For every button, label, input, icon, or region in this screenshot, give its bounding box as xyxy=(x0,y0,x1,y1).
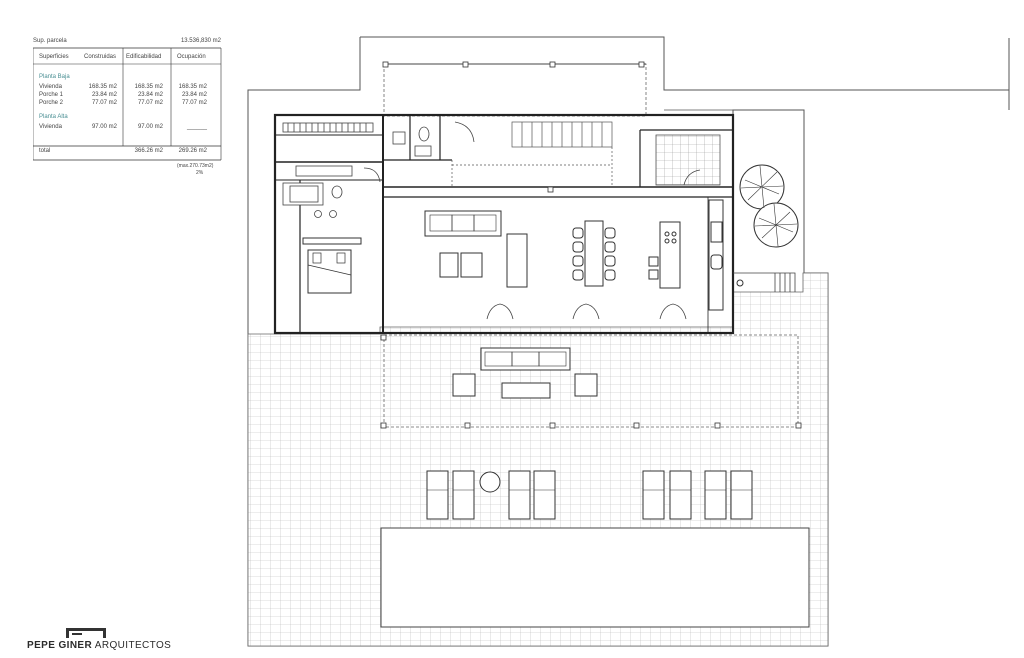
row-name: Vivienda xyxy=(39,124,62,130)
row-edificabilidad: 77.07 m2 xyxy=(137,100,163,106)
header-edificabilidad: Edificabilidad xyxy=(126,54,162,60)
row-name: Porche 1 xyxy=(39,92,64,98)
kitchen-tiles xyxy=(655,134,721,186)
table-grid xyxy=(33,47,222,161)
row-name: Vivienda xyxy=(39,84,62,90)
row-ocupacion: 168.35 m2 xyxy=(178,84,207,90)
total-label: total xyxy=(39,148,51,154)
staircase xyxy=(451,121,613,187)
parcel-value: 13.536,830 m2 xyxy=(180,38,221,44)
kitchen-island xyxy=(648,199,724,311)
row-ocupacion: 77.07 m2 xyxy=(181,100,207,106)
max-occupation-note: (max.270.73m2) xyxy=(177,163,214,169)
total-edificabilidad: 366.26 m2 xyxy=(134,148,163,154)
row-construidas: 97.00 m2 xyxy=(91,124,117,130)
header-construidas: Construidas xyxy=(84,54,117,60)
percent-note: 2% xyxy=(196,170,204,176)
header-superficies: Superficies xyxy=(39,54,69,60)
swimming-pool xyxy=(380,527,810,628)
parcel-label: Sup. parcela xyxy=(33,38,67,44)
row-construidas: 77.07 m2 xyxy=(91,100,117,106)
row-construidas: 168.35 m2 xyxy=(88,84,117,90)
brand-name-light: ARQUITECTOS xyxy=(94,640,172,651)
row-name: Porche 2 xyxy=(39,100,64,106)
row-edificabilidad: 168.35 m2 xyxy=(134,84,163,90)
group-title-planta-alta: Planta Alta xyxy=(39,114,68,120)
upper-porch xyxy=(383,63,647,117)
row-edificabilidad: 97.00 m2 xyxy=(137,124,163,130)
total-ocupacion: 269.26 m2 xyxy=(178,148,207,154)
bathroom-fixtures xyxy=(282,122,432,218)
group-title-planta-baja: Planta Baja xyxy=(39,74,70,80)
bedroom-bed xyxy=(302,237,362,294)
dining-table xyxy=(572,220,616,287)
garden-trees xyxy=(736,164,799,287)
row-edificabilidad: 23.84 m2 xyxy=(137,92,163,98)
row-construidas: 23.84 m2 xyxy=(91,92,117,98)
house-walls xyxy=(273,113,735,335)
header-ocupacion: Ocupación xyxy=(177,54,206,60)
row-ocupacion: 23.84 m2 xyxy=(181,92,207,98)
lower-porch xyxy=(383,334,799,428)
terrace-doors xyxy=(363,121,701,320)
outdoor-lounge xyxy=(452,347,598,399)
brand-name-bold: PEPE GINER xyxy=(27,640,93,651)
brand-logo-mark xyxy=(66,628,106,638)
sun-loungers xyxy=(426,470,753,520)
living-furniture xyxy=(424,210,528,288)
plot-boundary xyxy=(247,36,1010,647)
brand-name: PEPE GINER ARQUITECTOS xyxy=(27,640,171,651)
row-ocupacion: ______ xyxy=(186,124,207,130)
